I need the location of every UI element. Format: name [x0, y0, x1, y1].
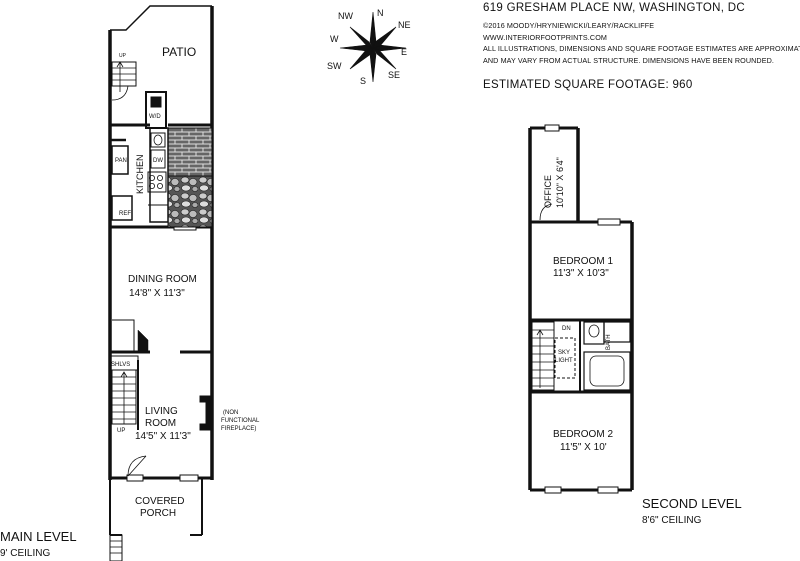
porch-name-2: PORCH	[140, 508, 176, 519]
bath-label: BATH	[606, 334, 612, 350]
website-text: WWW.INTERIORFOOTPRINTS.COM	[483, 33, 607, 42]
stairs-down-label: DN	[562, 326, 571, 332]
stairs-up-label: UP	[117, 428, 125, 434]
bedroom-1-dim: 11'3" X 10'3"	[553, 268, 609, 279]
living-room-name: LIVING	[145, 406, 178, 417]
living-room-name-2: ROOM	[145, 418, 176, 429]
dining-room-dim: 14'8" X 11'3"	[129, 288, 185, 299]
main-level-ceiling: 9' CEILING	[0, 548, 50, 559]
compass-s: S	[360, 76, 366, 86]
living-room-dim: 14'5" X 11'3"	[135, 431, 191, 442]
compass-n: N	[377, 8, 384, 18]
square-footage: ESTIMATED SQUARE FOOTAGE: 960	[483, 79, 693, 91]
skylight-label-1: SKY	[558, 350, 570, 356]
copyright-text: ©2016 MOODY/HRYNIEWICKI/LEARY/RACKLIFFE	[483, 21, 655, 30]
office-dim: 10'10" X 6'4"	[555, 157, 565, 208]
compass-se: SE	[388, 70, 400, 80]
main-level-plan	[108, 5, 214, 561]
bedroom-2-name: BEDROOM 2	[553, 429, 613, 440]
skylight-label-2: LIGHT	[555, 358, 573, 364]
dining-room-name: DINING ROOM	[128, 274, 197, 285]
compass-ne: NE	[398, 20, 411, 30]
fireplace-note-1: (NON	[223, 410, 238, 416]
wd-label: W/D	[149, 114, 161, 120]
second-level-title: SECOND LEVEL	[642, 496, 742, 511]
porch-name-1: COVERED	[135, 496, 184, 507]
bedroom-2-dim: 11'5" X 10'	[560, 442, 607, 453]
dishwasher-label: DW	[153, 158, 163, 164]
second-level-plan	[528, 124, 634, 494]
fireplace-note-3: FIREPLACE)	[221, 426, 256, 432]
office-name: OFFICE	[543, 175, 553, 208]
room-patio: PATIO	[162, 45, 196, 59]
main-level-title: MAIN LEVEL	[0, 529, 77, 544]
disclaimer-line-1: ALL ILLUSTRATIONS, DIMENSIONS AND SQUARE…	[483, 44, 800, 53]
compass-icon	[339, 11, 407, 83]
compass-sw: SW	[327, 61, 342, 71]
fridge-label: REF	[119, 211, 131, 217]
patio-up-label: UP	[119, 53, 127, 59]
pantry-label: PAN	[115, 158, 127, 164]
compass-nw: NW	[338, 11, 353, 21]
shelves-label: SHLVS	[111, 362, 130, 368]
bedroom-1-name: BEDROOM 1	[553, 256, 613, 267]
compass-e: E	[401, 47, 407, 57]
compass-w: W	[330, 34, 339, 44]
fireplace-note-2: FUNCTIONAL	[221, 418, 260, 424]
address-heading: 619 GRESHAM PLACE NW, WASHINGTON, DC	[483, 2, 745, 14]
compass-rose: N NE E SE S SW W NW	[327, 8, 411, 86]
second-level-ceiling: 8'6" CEILING	[642, 515, 702, 526]
disclaimer-line-2: AND MAY VARY FROM ACTUAL STRUCTURE. DIME…	[483, 56, 774, 65]
room-kitchen: KITCHEN	[135, 154, 145, 194]
